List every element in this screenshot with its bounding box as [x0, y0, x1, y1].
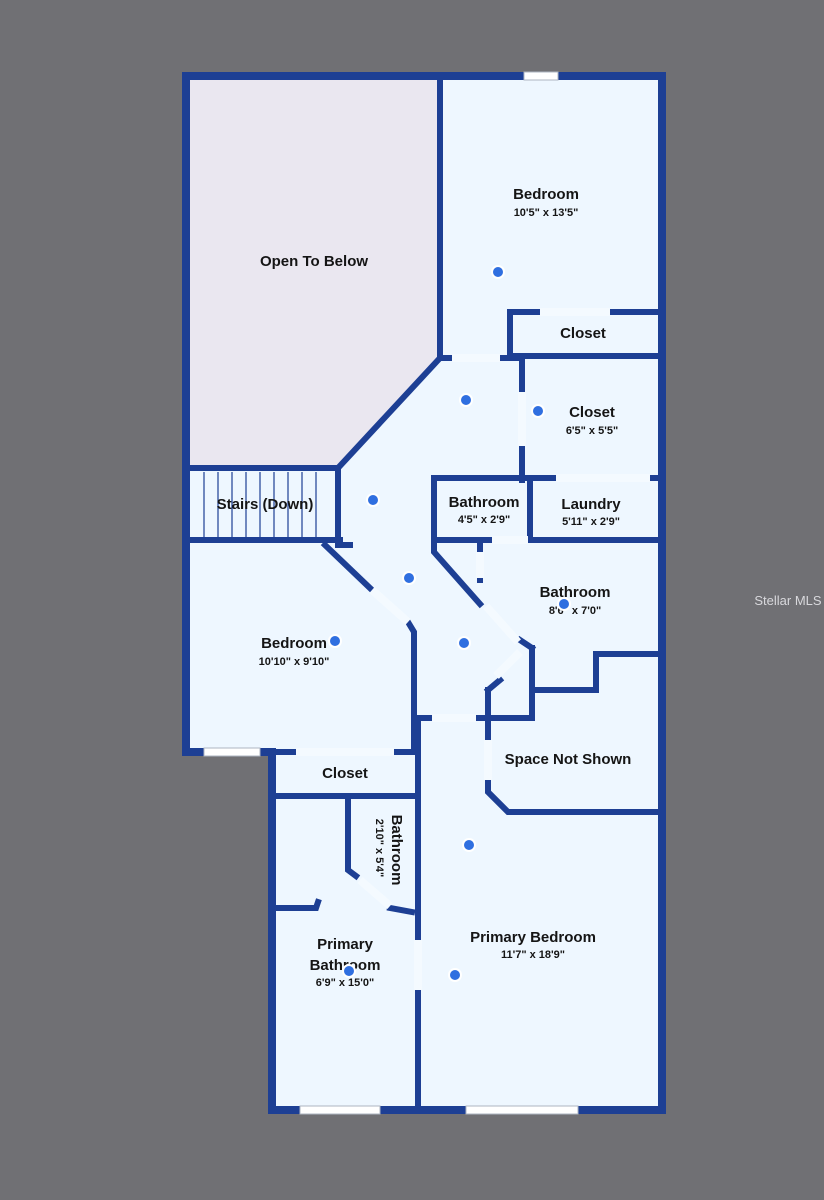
- closet-mid-label: Closet: [569, 404, 615, 421]
- bedroom-top-label: Bedroom: [513, 186, 579, 203]
- watermark-text: Stellar MLS: [754, 593, 822, 608]
- exterior-walls: [182, 72, 666, 1114]
- bathroom-mid-label: Bathroom: [540, 584, 611, 601]
- closet-top-label: Closet: [560, 325, 606, 342]
- primary-bathroom-dims: 6'9" x 15'0": [316, 977, 374, 989]
- space-not-shown-label: Space Not Shown: [505, 751, 632, 768]
- camera-hotspot-icon[interactable]: [457, 636, 471, 650]
- camera-hotspot-icon[interactable]: [459, 393, 473, 407]
- floor-area-lower: [272, 720, 662, 1110]
- closet-bottom-label: Closet: [322, 765, 368, 782]
- camera-hotspot-icon[interactable]: [328, 634, 342, 648]
- bathroom-small-label: Bathroom: [449, 494, 520, 511]
- camera-hotspot-icons: [328, 265, 571, 982]
- closet-mid-dims: 6'5" x 5'5": [566, 425, 618, 437]
- camera-hotspot-icon[interactable]: [366, 493, 380, 507]
- bathroom-vertical-label: Bathroom: [388, 815, 405, 886]
- window-icon: [203, 71, 579, 1115]
- laundry-dims: 5'11" x 2'9": [562, 516, 620, 528]
- camera-hotspot-icon[interactable]: [557, 597, 571, 611]
- camera-hotspot-icon[interactable]: [491, 265, 505, 279]
- camera-hotspot-icon[interactable]: [448, 968, 462, 982]
- bedroom-top-dims: 10'5" x 13'5": [514, 207, 579, 219]
- camera-hotspot-icon[interactable]: [402, 571, 416, 585]
- stairs-treads: [203, 472, 317, 538]
- camera-hotspot-icon[interactable]: [531, 404, 545, 418]
- primary-bathroom-label-line1: Primary: [317, 936, 374, 953]
- laundry-label: Laundry: [561, 496, 621, 513]
- primary-bedroom-label: Primary Bedroom: [470, 929, 596, 946]
- camera-hotspot-icon[interactable]: [462, 838, 476, 852]
- bedroom-left-dims: 10'10" x 9'10": [259, 656, 330, 668]
- bathroom-mid-dims: 8'6" x 7'0": [549, 605, 601, 617]
- door-openings: [296, 308, 650, 990]
- bathroom-small-dims: 4'5" x 2'9": [458, 514, 510, 526]
- open-to-below-area: [190, 80, 440, 470]
- primary-bedroom-dims: 11'7" x 18'9": [501, 949, 565, 961]
- stairs-label: Stairs (Down): [217, 496, 314, 513]
- bedroom-left-label: Bedroom: [261, 635, 327, 652]
- open-to-below-label: Open To Below: [260, 253, 368, 270]
- bathroom-vertical-dims: 2'10" x 5'4": [373, 819, 385, 877]
- camera-hotspot-icon[interactable]: [342, 964, 356, 978]
